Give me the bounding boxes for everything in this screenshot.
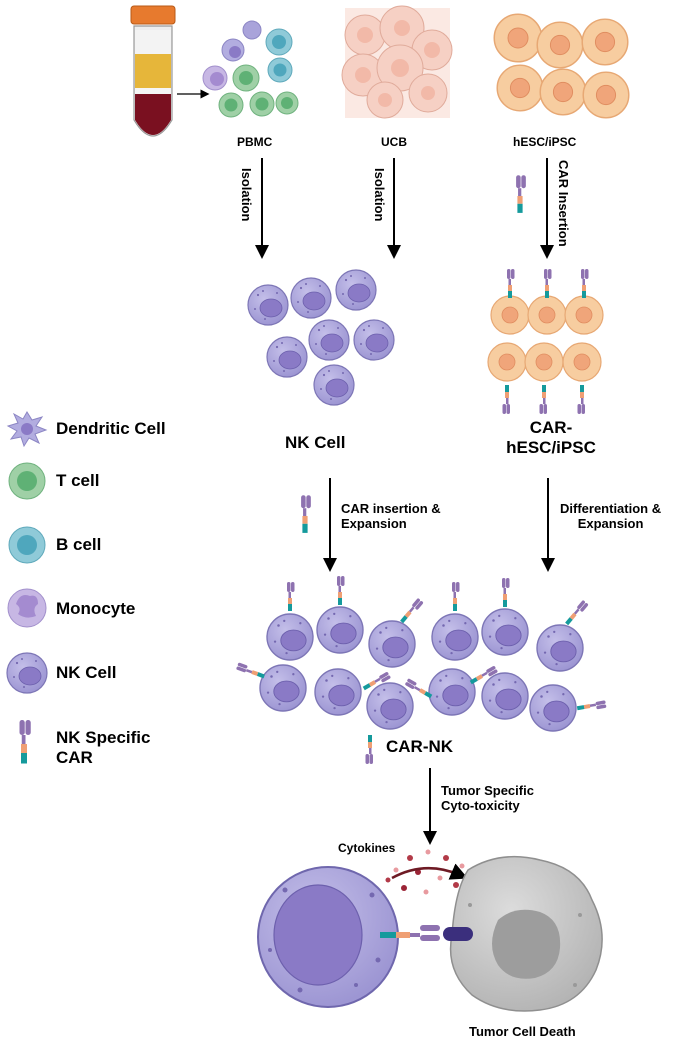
monocyte-icon (7, 588, 47, 628)
cytokines-label: Cytokines (338, 841, 396, 855)
car-hesc-title-line1: CAR- (529, 418, 573, 437)
nk-cell-cluster (247, 269, 395, 406)
hesc-cell-cluster (493, 13, 630, 119)
blood-tube-icon (130, 5, 176, 137)
nk-cell-icon (6, 652, 48, 694)
differentiation-expansion-line1: Differentiation & (560, 501, 662, 516)
isolation-left-label: Isolation (239, 168, 254, 222)
legend-icons (6, 411, 48, 764)
tumor-specific-line2: Cyto-toxicity (441, 797, 520, 813)
legend-monocyte-label: Monocyte (56, 599, 136, 618)
car-nk-title: CAR-NK (386, 737, 454, 756)
tumor-cell (449, 855, 603, 1012)
tumor-cell-death-label: Tumor Cell Death (469, 1024, 576, 1039)
car-nk-cell-cluster (235, 576, 607, 764)
hesc-label: hESC/iPSC (513, 135, 577, 149)
car-hesc-title-line2: hESC/iPSC (506, 437, 596, 457)
car-insertion-expansion-label: CAR insertion & Expansion (341, 501, 441, 532)
b-cell-icon (8, 526, 46, 564)
ucb-label: UCB (381, 135, 407, 149)
legend-t-cell-label: T cell (56, 471, 100, 490)
legend-car-label: NK Specific CAR (56, 728, 150, 769)
legend-car-line2: CAR (56, 748, 93, 768)
legend-nk-cell-label: NK Cell (56, 663, 117, 682)
large-nk-cell (257, 866, 399, 1008)
differentiation-expansion-line2: Expansion (577, 515, 644, 531)
car-receptor-icon-2 (301, 495, 311, 533)
dendritic-cell-icon (6, 411, 48, 448)
pbmc-label: PBMC (237, 135, 273, 149)
pbmc-cell-cluster (202, 20, 299, 118)
t-cell-icon (8, 462, 46, 500)
ucb-cell-cluster (341, 5, 453, 119)
car-insertion-expansion-line2: Expansion (341, 515, 407, 531)
car-binding-complex (380, 925, 473, 941)
car-icon (19, 720, 31, 764)
isolation-mid-label: Isolation (372, 168, 387, 222)
tumor-specific-label: Tumor Specific Cyto-toxicity (441, 783, 534, 814)
legend-car-line1: NK Specific (56, 728, 151, 747)
car-insertion-label: CAR Insertion (556, 160, 571, 247)
car-hesc-cell-cluster (487, 269, 604, 414)
legend-b-cell-label: B cell (56, 535, 102, 554)
differentiation-expansion-label: Differentiation & Expansion (560, 501, 662, 532)
car-receptor-icon (516, 175, 526, 213)
car-insertion-expansion-line1: CAR insertion & (341, 501, 441, 516)
cytokine-particles (385, 849, 472, 895)
nk-cell-title: NK Cell (285, 433, 346, 452)
legend-dendritic-label: Dendritic Cell (56, 419, 166, 438)
tumor-specific-line1: Tumor Specific (441, 783, 534, 798)
cytokine-release-arrow (391, 863, 469, 880)
car-hesc-title: CAR- hESC/iPSC (486, 418, 616, 457)
